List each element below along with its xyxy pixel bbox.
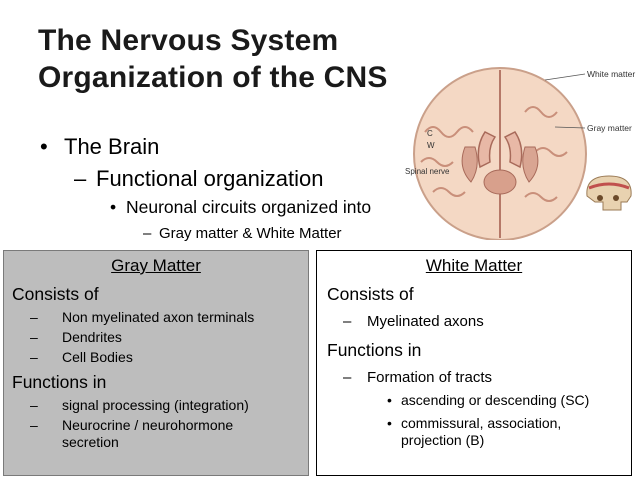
bullet-text: Functional organization (96, 166, 324, 191)
list-item: –signal processing (integration) (30, 397, 249, 413)
basal-ganglia (461, 146, 539, 183)
list-item: –Dendrites (30, 329, 122, 345)
ventricles (477, 131, 523, 169)
label-white-matter: White matter (587, 69, 635, 79)
bullet-text: The Brain (64, 134, 160, 159)
gray-matter-heading: Gray Matter (111, 256, 201, 275)
bullet-dot: • (110, 197, 117, 217)
label-spinal-nerve-text: Spinal nerve (405, 167, 450, 176)
bullet-gray-white-matter: –Gray matter & White Matter (143, 225, 342, 242)
bullet-text: Neuronal circuits organized into (126, 197, 372, 217)
gray-matter-panel: Gray Matter Consists of –Non myelinated … (3, 250, 309, 476)
label-c: C (427, 129, 433, 138)
list-item: •commissural, association, projection (B… (387, 415, 562, 448)
white-functions-label: Functions in (327, 340, 422, 360)
bullet-dot: • (40, 134, 48, 159)
list-item: •ascending or descending (SC) (387, 392, 590, 408)
label-spinal-nerve: Spinal nerve (405, 167, 450, 176)
title-line-1: The Nervous System (38, 24, 339, 57)
title-line-2: Organization of the CNS (38, 61, 388, 94)
bullet-the-brain: • The Brain (40, 134, 159, 160)
bullet-functional-organization: –Functional organization (74, 166, 323, 192)
brainstem (483, 169, 517, 195)
list-item: –Non myelinated axon terminals (30, 309, 255, 325)
gray-functions-label: Functions in (12, 372, 107, 392)
bullet-text: Gray matter & White Matter (159, 225, 342, 242)
gray-consists-label: Consists of (12, 284, 99, 304)
label-gray-matter: Gray matter (587, 123, 632, 133)
white-consists-label: Consists of (327, 284, 414, 304)
list-item: –Neurocrine / neurohormone secretion (30, 417, 234, 450)
list-item: –Formation of tracts (343, 369, 493, 386)
dash-marker: – (143, 225, 152, 242)
list-item: –Myelinated axons (343, 313, 484, 330)
white-matter-panel: White Matter Consists of –Myelinated axo… (316, 250, 632, 476)
label-w: W (427, 141, 435, 150)
bullet-neuronal-circuits: • Neuronal circuits organized into (110, 197, 371, 218)
cortex-folds (420, 106, 568, 202)
list-item: –Cell Bodies (30, 349, 133, 365)
slide-title: The Nervous System Organization of the C… (38, 22, 458, 96)
white-matter-heading: White Matter (425, 256, 523, 275)
skull-icon (586, 175, 632, 211)
dash-marker: – (74, 166, 87, 191)
brain-cross-section-figure: White matter Gray matter C W Spinal nerv… (405, 67, 635, 240)
